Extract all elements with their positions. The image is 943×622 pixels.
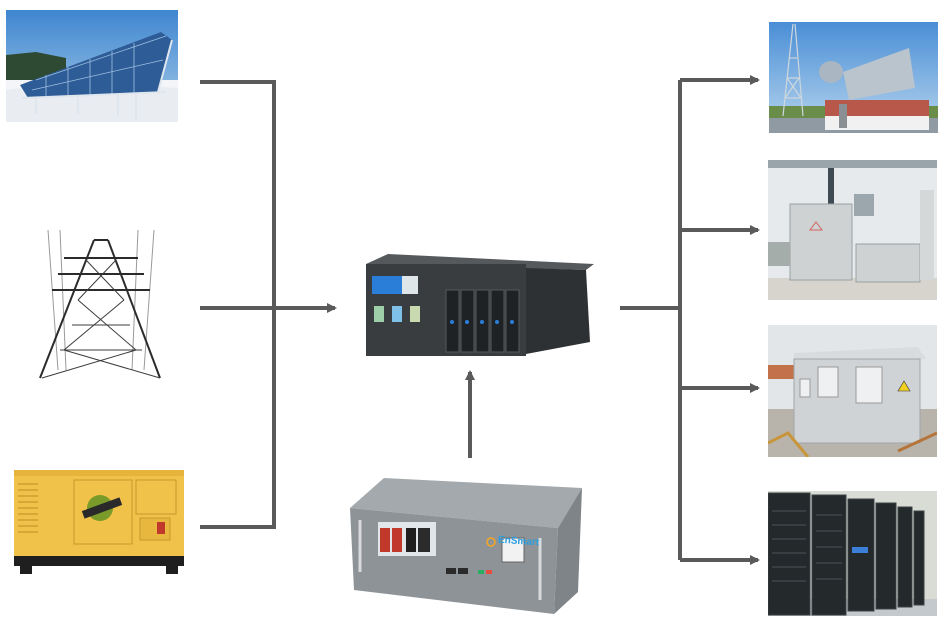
data-center-image — [768, 491, 937, 616]
indoor-cabinets-image — [768, 160, 937, 300]
diesel-generator-image — [12, 466, 187, 576]
transmission-tower-image — [36, 230, 166, 380]
outdoor-cabinet-image — [768, 325, 937, 457]
connector-solar — [200, 80, 276, 308]
telecom-station-image — [769, 22, 938, 133]
rectifier-image — [366, 250, 594, 358]
connector-generator — [200, 308, 276, 529]
battery-pack-image: EnSmart — [344, 472, 582, 618]
solar-panel-image — [6, 10, 178, 122]
